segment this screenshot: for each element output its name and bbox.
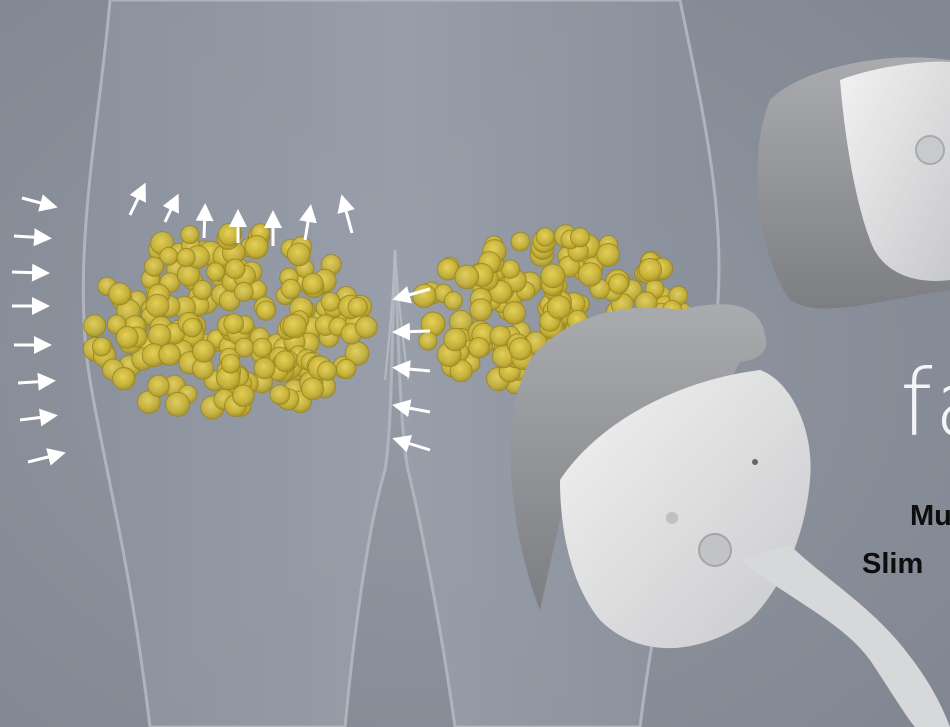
fat-cell xyxy=(283,314,307,338)
fat-cell xyxy=(116,326,138,348)
fat-cell xyxy=(148,375,169,396)
fat-cell xyxy=(225,259,245,279)
fat-cell xyxy=(509,338,531,360)
caption-line-2: Slim xyxy=(862,548,923,581)
device-name-text: fa xyxy=(900,350,950,457)
fat-cell xyxy=(166,392,190,416)
fat-cell xyxy=(254,358,275,379)
caption-line-1: Mu xyxy=(910,500,950,533)
fat-cell xyxy=(413,284,436,307)
fat-cell xyxy=(348,297,367,316)
fat-cell xyxy=(444,292,462,310)
fat-cell xyxy=(597,244,620,267)
fat-cell xyxy=(146,294,169,317)
fat-cell xyxy=(92,337,111,356)
fat-cell xyxy=(281,279,300,298)
fat-cell xyxy=(233,385,255,407)
fat-cell xyxy=(235,338,254,357)
fat-cell xyxy=(444,328,467,351)
fat-cell xyxy=(419,332,437,350)
fat-cell xyxy=(511,232,530,251)
fat-cell xyxy=(224,314,244,334)
fat-cell xyxy=(109,283,131,305)
arrow-icon xyxy=(12,272,44,273)
fat-cell xyxy=(177,248,195,266)
fat-cell xyxy=(639,258,662,281)
fat-cell xyxy=(356,316,378,338)
fat-cell xyxy=(145,257,164,276)
fat-cell xyxy=(84,315,106,337)
arrow-icon xyxy=(14,236,46,238)
fat-cell xyxy=(234,283,253,302)
fat-cell xyxy=(181,226,199,244)
applicator-upper xyxy=(757,57,950,308)
fat-cell xyxy=(609,274,629,294)
fat-cell xyxy=(275,351,296,372)
arrow-icon xyxy=(18,381,50,383)
fat-cell xyxy=(256,301,275,320)
arrow-icon xyxy=(204,209,205,238)
fat-cell xyxy=(302,378,324,400)
fat-cell xyxy=(245,236,268,259)
fat-cell xyxy=(253,338,272,357)
fat-cell xyxy=(541,264,565,288)
fat-cell xyxy=(469,338,489,358)
fat-cell xyxy=(270,385,290,405)
fat-cell xyxy=(221,354,240,373)
fat-cell xyxy=(183,318,202,337)
fat-cell xyxy=(536,228,554,246)
fat-cell xyxy=(302,273,323,294)
fat-cell xyxy=(287,243,310,266)
arrow-icon xyxy=(398,331,430,332)
fat-cell xyxy=(207,263,225,281)
fat-cell xyxy=(159,344,181,366)
fat-cell xyxy=(503,302,525,324)
fat-cell xyxy=(113,368,135,390)
fat-cell xyxy=(337,359,356,378)
fat-cell xyxy=(455,265,479,289)
fat-cell xyxy=(571,228,590,247)
fat-cell xyxy=(318,361,337,380)
fat-cell xyxy=(547,296,570,319)
fat-cell xyxy=(578,263,602,287)
fat-cell xyxy=(470,299,492,321)
fat-cell xyxy=(321,292,340,311)
fat-cell xyxy=(148,324,171,347)
fat-cell xyxy=(193,340,215,362)
